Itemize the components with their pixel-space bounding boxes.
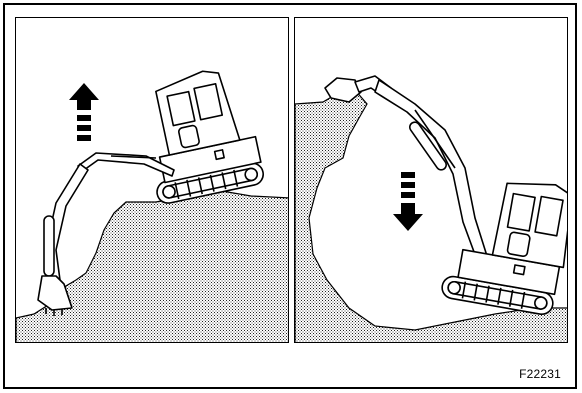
figure-frame: F22231 <box>3 3 577 389</box>
down-arrow-icon <box>393 172 423 231</box>
left-illustration <box>16 18 289 343</box>
panel-right-descending <box>294 17 568 343</box>
up-arrow-icon <box>69 83 99 141</box>
figure-code-label: F22231 <box>519 367 561 381</box>
right-illustration <box>295 18 568 343</box>
panel-left-climbing <box>15 17 289 343</box>
